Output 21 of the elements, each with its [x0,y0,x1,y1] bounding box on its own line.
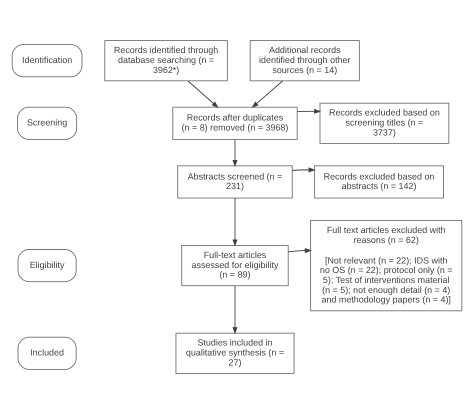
node-box: Full-text articles assessed for eligibility (n = 89) [181,244,289,286]
arrow [288,248,312,253]
arrow [251,80,284,108]
node-box: Studies included in qualitative synthesis (n = 27) [175,332,294,374]
node-box: Records after duplicates (n = 8) removed (n = 3968) [172,106,298,140]
arrow [232,285,238,334]
node-box: Records excluded based on screening titles (n = 3737) [320,102,450,144]
node-box: Included [18,336,77,370]
arrow [292,166,316,172]
node-box: Eligibility [18,248,77,282]
node-box: Records excluded based on abstracts (n = 142) [314,164,444,198]
node-box: Additional records identified through other sources (n = 14) [250,40,360,81]
node-box: Screening [17,106,78,140]
arrow [232,138,238,167]
arrow [297,108,322,114]
node-box: Full text articles excluded with reasons (n = 62) [Not relevant (n = 22); IDS with no OS (n = 22); protocol only (n = 5); Test of interventions material (n = 5); not enough detail (n = 4) and methodology papers (n = 4)] [310,219,462,311]
arrow [232,197,238,246]
arrow [187,80,219,108]
node-box: Identification [12,44,82,77]
node-box: Records identified through database searching (n = 3962*) [104,40,228,81]
node-box: Abstracts screened (n = 231) [177,164,293,198]
